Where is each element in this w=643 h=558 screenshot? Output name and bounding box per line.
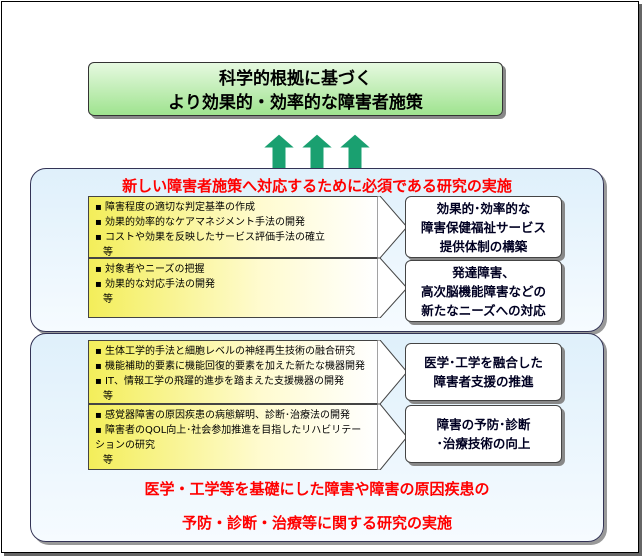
list-item: 感覚器障害の原因疾患の病態解明、診断･治療法の開発: [95, 408, 371, 423]
outcome-line: 提供体制の構築: [439, 238, 528, 254]
list-item: 対象者やニーズの把握: [95, 262, 371, 277]
outcome-line: 障害者支援の推進: [433, 374, 534, 389]
upper-research-list-2: 対象者やニーズの把握 効果的な対応手法の開発 等: [88, 258, 378, 318]
list-item: 効果的な対応手法の開発: [95, 277, 371, 292]
up-arrow-icon: [262, 133, 296, 173]
outcome-line: 新たなニーズへの対応: [421, 302, 546, 318]
upper-panel-title: 新しい障害者施策へ対応するために必須である研究の実施: [122, 177, 512, 195]
outcome-line: ･治療技術の向上: [436, 436, 531, 451]
goal-line1: 科学的根拠に基づく: [219, 69, 372, 89]
list-item: 障害者のQOL向上･社会参加推進を目指したリハビリテーションの研究: [95, 423, 371, 453]
lower-research-list-1: 生体工学的手法と細胞レベルの神経再生技術の融合研究 機能補助的要素に機能回復的要…: [88, 340, 378, 404]
outcome-line: 効果的･効率的な: [436, 200, 531, 216]
list-item: 効果的効率的なケアマネジメント手法の開発: [95, 215, 371, 230]
etc-label: 等: [103, 294, 113, 305]
up-arrow-icon: [338, 133, 372, 173]
outcome-line: 障害の予防･診断: [436, 417, 531, 432]
chevron-arrow-icon: [377, 340, 407, 404]
up-arrow-icon: [300, 133, 334, 173]
chevron-arrow-icon: [377, 196, 407, 258]
list-item: IT、情報工学の飛躍的進歩を踏まえた支援機器の開発: [95, 374, 371, 389]
lower-panel-title-2: 予防・診断・治療等に関する研究の実施: [181, 514, 452, 532]
upper-research-list-1: 障害程度の適切な判定基準の作成 効果的効率的なケアマネジメント手法の開発 コスト…: [88, 196, 378, 258]
outcome-line: 障害保健福祉サービス: [420, 219, 546, 235]
chevron-arrow-icon: [377, 404, 407, 470]
etc-label: 等: [103, 455, 113, 466]
outcome-line: 発達障害、: [452, 264, 515, 280]
outcome-line: 高次脳機能障害などの: [420, 283, 546, 299]
list-item: 生体工学的手法と細胞レベルの神経再生技術の融合研究: [95, 344, 371, 359]
lower-research-list-2: 感覚器障害の原因疾患の病態解明、診断･治療法の開発 障害者のQOL向上･社会参加…: [88, 404, 378, 470]
list-item: 機能補助的要素に機能回復的要素を加えた新たな機器開発: [95, 359, 371, 374]
goal-line2: より効果的・効率的な障害者施策: [168, 93, 423, 113]
outcome-line: 医学･工学を融合した: [424, 355, 543, 370]
outcome-box: 発達障害、 高次脳機能障害などの 新たなニーズへの対応: [405, 260, 562, 322]
outcome-box: 効果的･効率的な 障害保健福祉サービス 提供体制の構築: [405, 196, 562, 258]
goal-box: 科学的根拠に基づく より効果的・効率的な障害者施策: [88, 62, 503, 116]
chevron-arrow-icon: [377, 258, 407, 318]
lower-panel-title-1: 医学・工学等を基礎にした障害や障害の原因疾患の: [144, 480, 490, 498]
etc-label: 等: [103, 391, 113, 402]
outcome-box: 医学･工学を融合した 障害者支援の推進: [405, 343, 562, 401]
outcome-box: 障害の予防･診断 ･治療技術の向上: [405, 405, 562, 463]
etc-label: 等: [103, 247, 113, 258]
list-item: コストや効果を反映したサービス評価手法の確立: [95, 230, 371, 245]
list-item: 障害程度の適切な判定基準の作成: [95, 200, 371, 215]
